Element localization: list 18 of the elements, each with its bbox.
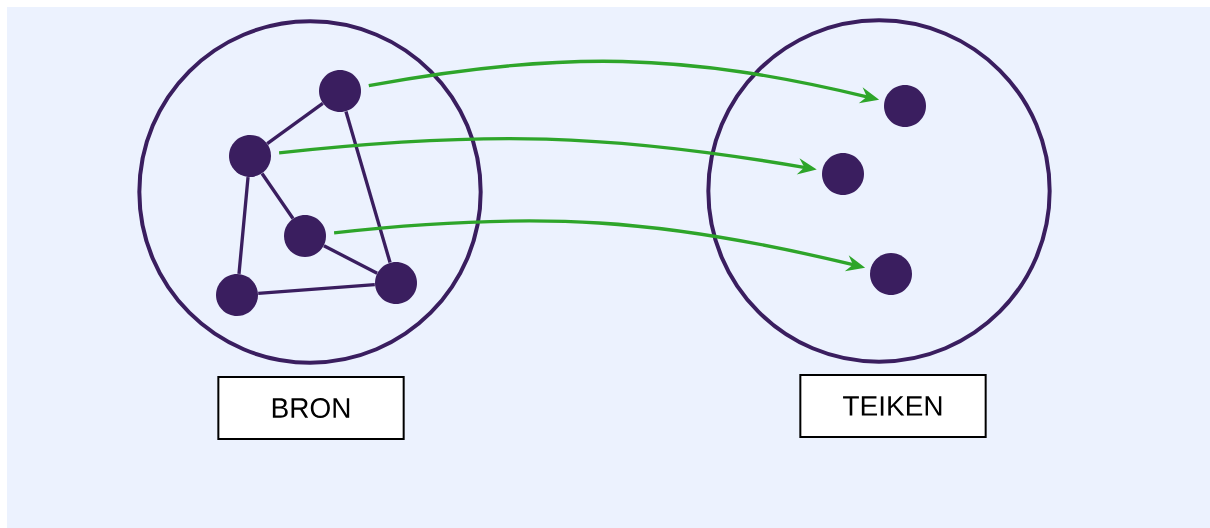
point-dot <box>229 135 271 177</box>
connection-line <box>237 177 250 274</box>
point-dot <box>822 153 864 195</box>
label-box: TEIKEN <box>799 374 987 438</box>
point-dot <box>216 274 258 316</box>
point-dot <box>375 262 417 304</box>
connection-line <box>344 110 392 264</box>
connection-line <box>266 102 324 145</box>
set-circle <box>137 19 483 365</box>
label-box: BRON <box>217 376 405 440</box>
point-dot <box>284 215 326 257</box>
connection-line <box>323 244 378 275</box>
connection-line <box>260 172 295 220</box>
point-dot <box>884 85 926 127</box>
connection-line <box>258 282 375 296</box>
point-dot <box>319 70 361 112</box>
point-dot <box>870 253 912 295</box>
set-circle <box>706 18 1052 364</box>
